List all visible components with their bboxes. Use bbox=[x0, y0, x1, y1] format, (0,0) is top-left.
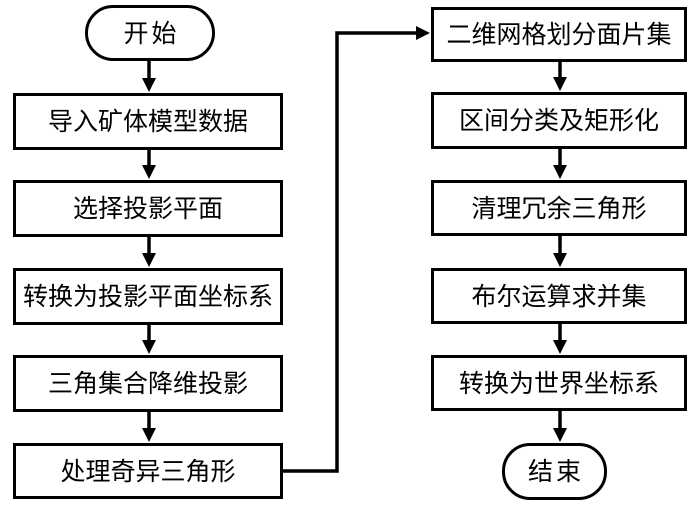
arrow-l1-to-l2 bbox=[142, 148, 156, 179]
node-convert-to-projection-plane-coords: 转换为投影平面坐标系 bbox=[13, 268, 283, 325]
node-2d-grid-partition-face-set: 二维网格划分面片集 bbox=[431, 7, 687, 62]
node-clean-redundant-triangles: 清理冗余三角形 bbox=[431, 180, 687, 236]
node-start: 开始 bbox=[85, 5, 215, 61]
node-end-label: 结束 bbox=[527, 457, 584, 486]
arrow-l4-to-l5 bbox=[142, 410, 156, 442]
node-label: 转换为世界坐标系 bbox=[458, 368, 659, 398]
node-import-ore-model-data: 导入矿体模型数据 bbox=[13, 93, 283, 150]
arrow-r5-to-end bbox=[553, 410, 567, 442]
arrow-r1-to-r2 bbox=[553, 61, 567, 91]
node-interval-classification-rectangularization: 区间分类及矩形化 bbox=[431, 92, 687, 149]
node-label: 导入矿体模型数据 bbox=[47, 107, 248, 136]
node-label: 清理冗余三角形 bbox=[471, 193, 647, 223]
node-convert-to-world-coords: 转换为世界坐标系 bbox=[431, 355, 687, 411]
node-label: 区间分类及矩形化 bbox=[458, 106, 659, 135]
node-label: 三角集合降维投影 bbox=[47, 369, 248, 398]
arrow-r4-to-r5 bbox=[553, 323, 567, 354]
arrow-r3-to-r4 bbox=[553, 235, 567, 267]
node-label: 二维网格划分面片集 bbox=[446, 20, 672, 49]
node-end: 结束 bbox=[502, 443, 607, 500]
node-label: 布尔运算求并集 bbox=[471, 281, 647, 311]
connector-l5-to-r1 bbox=[282, 26, 430, 473]
arrow-l3-to-l4 bbox=[142, 323, 156, 354]
arrow-r2-to-r3 bbox=[553, 148, 567, 179]
node-triangle-set-dimension-reduction-projection: 三角集合降维投影 bbox=[13, 355, 283, 412]
arrow-start-to-l1 bbox=[142, 60, 156, 92]
node-select-projection-plane: 选择投影平面 bbox=[13, 180, 283, 237]
node-handle-singular-triangles: 处理奇异三角形 bbox=[13, 443, 283, 499]
node-start-label: 开始 bbox=[123, 18, 180, 48]
node-label: 选择投影平面 bbox=[72, 194, 223, 223]
node-boolean-union-operation: 布尔运算求并集 bbox=[431, 268, 687, 324]
node-label: 处理奇异三角形 bbox=[60, 456, 236, 486]
arrow-l2-to-l3 bbox=[142, 235, 156, 267]
node-label: 转换为投影平面坐标系 bbox=[22, 282, 273, 311]
